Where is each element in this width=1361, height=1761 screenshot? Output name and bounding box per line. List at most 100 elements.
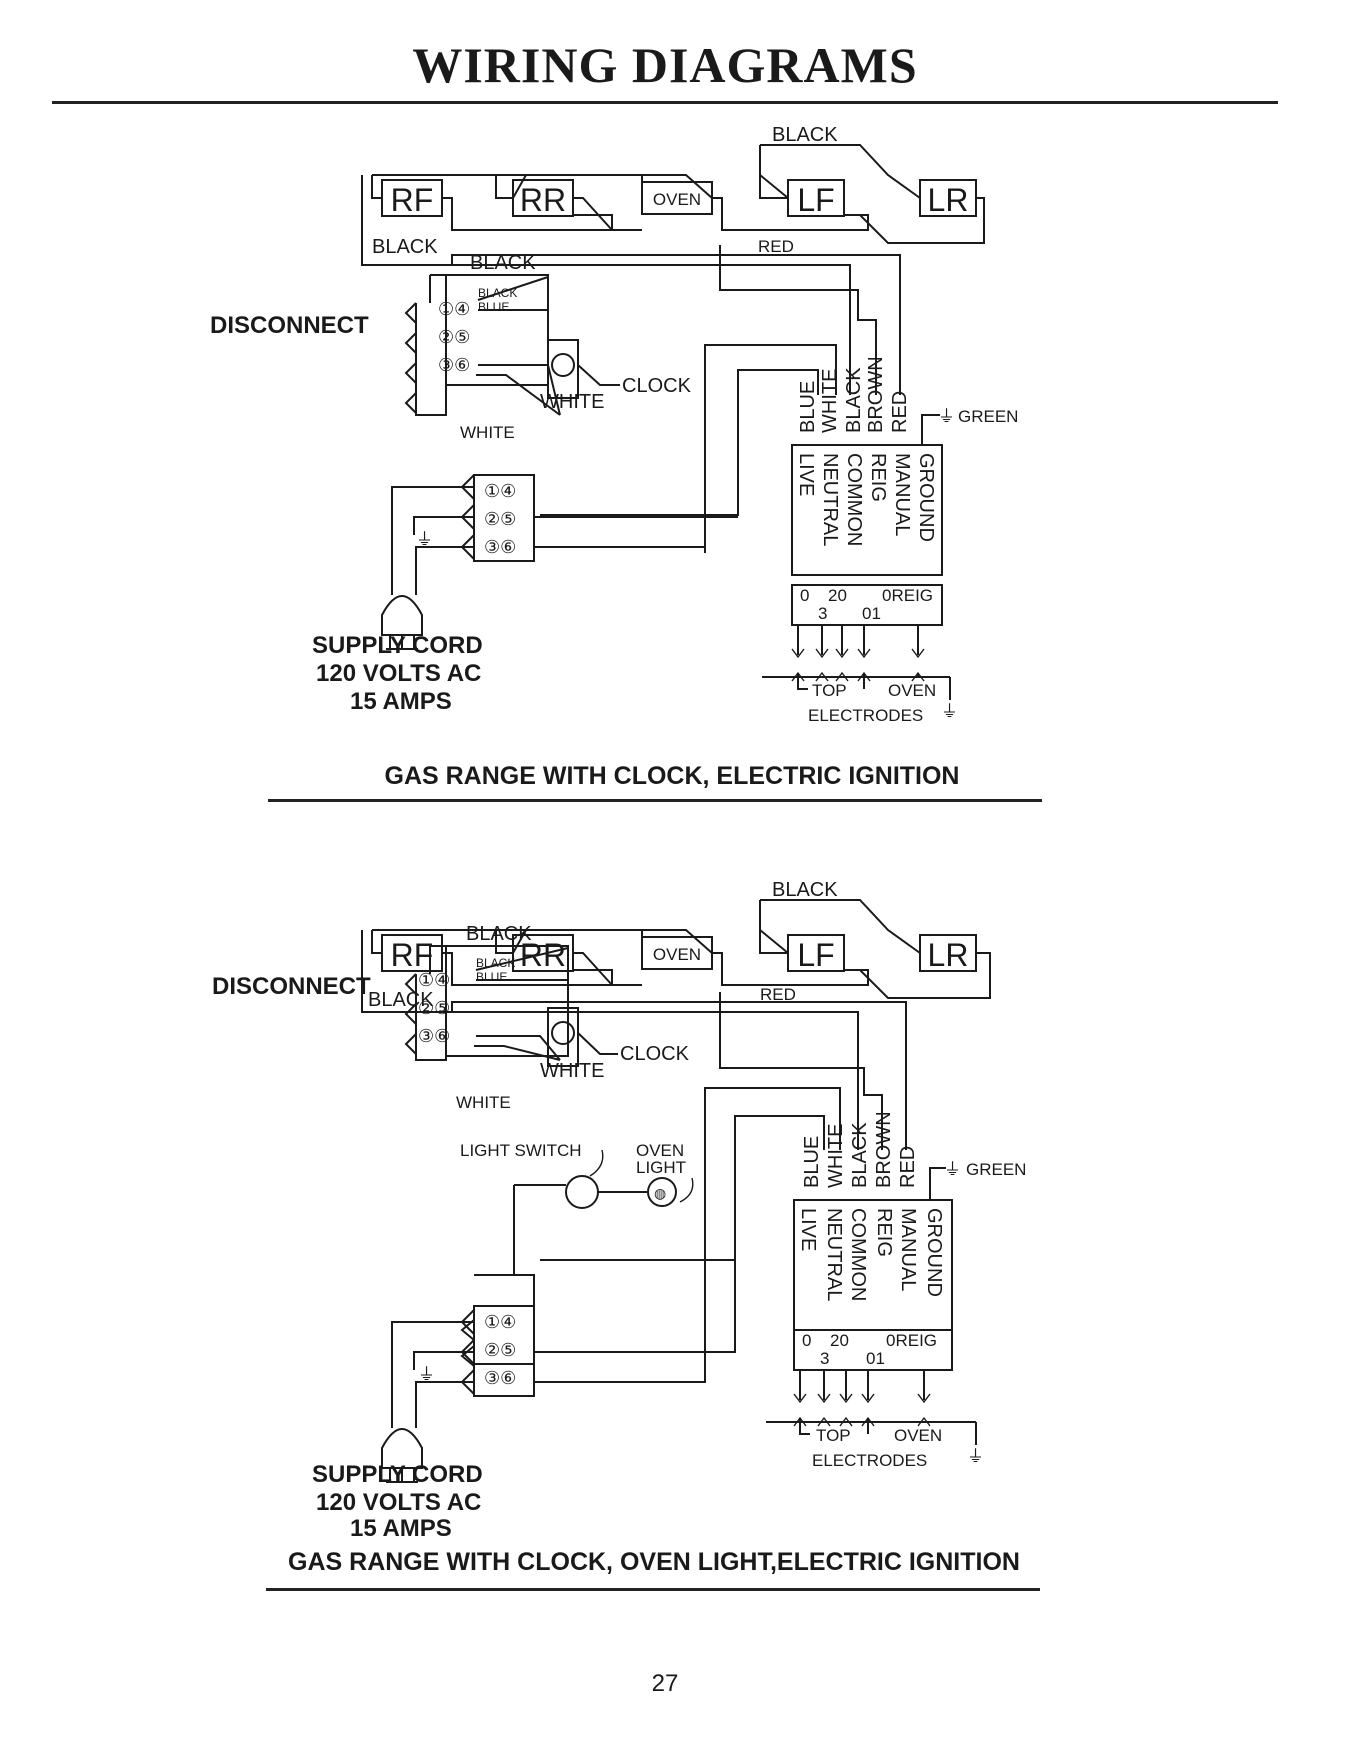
supply-plug-icon: [381, 1428, 423, 1483]
terminal-common: COMMON: [843, 453, 865, 546]
module-wire-red: RED: [889, 391, 911, 433]
connector-pins-1: ①④: [418, 970, 450, 990]
green-ground-wire: [921, 414, 940, 445]
light-circuit-wire: [474, 1184, 648, 1276]
supply-ground-icon: ⏚: [416, 530, 433, 549]
electrode-leads: [799, 1370, 925, 1400]
amps-label: 15 AMPS: [350, 1515, 452, 1542]
electrodes-label: ELECTRODES: [808, 706, 923, 725]
supply-plug-icon: [381, 595, 423, 650]
connector-black-label: BLACK: [470, 252, 536, 274]
green-ground-wire: [929, 1167, 946, 1200]
module-wire-blue: BLUE: [801, 1136, 823, 1188]
connector-wire-blue: BLUE: [476, 970, 507, 984]
ignition-module: [791, 444, 943, 576]
connector-black-label: BLACK: [466, 923, 532, 945]
clock-wire: [577, 364, 620, 386]
connector-wire-black: BLACK: [476, 956, 515, 970]
red-wire: [720, 254, 901, 395]
caption-rule: [268, 799, 1042, 802]
module-wire-blue: BLUE: [797, 381, 819, 433]
common-wire: [719, 992, 883, 1150]
light-switch-icon[interactable]: [565, 1175, 599, 1209]
title-rule: [52, 101, 1278, 104]
terminal-bottom-left: 3: [818, 604, 827, 623]
supply-pins-1: ①④: [484, 481, 516, 501]
module-terminal-labels: LIVE NEUTRAL COMMON REIG MANUAL GROUND: [795, 453, 937, 546]
supply-pins-1: ①④: [484, 1312, 516, 1332]
module-wire-labels: BLUE WHITE BLACK BROWN RED: [797, 356, 911, 433]
electrode-bus: [766, 1418, 977, 1445]
green-ground-icon: ⏚: [944, 1160, 961, 1179]
terminal-reig-label: 0REIG: [882, 586, 933, 605]
diagram-caption: GAS RANGE WITH CLOCK, OVEN LIGHT,ELECTRI…: [288, 1548, 1020, 1576]
terminal-reig-label: 0REIG: [886, 1331, 937, 1350]
left-black-label: BLACK: [372, 236, 438, 258]
clock-label: CLOCK: [620, 1043, 690, 1065]
red-wire: [720, 1001, 907, 1150]
electrodes-label: ELECTRODES: [812, 1451, 927, 1470]
green-label: GREEN: [966, 1160, 1026, 1179]
blue-white-feed: [540, 344, 837, 553]
supply-pins-2: ②⑤: [484, 509, 516, 529]
supply-pins-2: ②⑤: [484, 1340, 516, 1360]
disconnect-label: DISCONNECT: [210, 312, 369, 339]
terminal-live: LIVE: [797, 1208, 819, 1251]
connector-pins-2: ②⑤: [418, 998, 450, 1018]
caption-rule-2: [266, 1588, 1040, 1591]
module-wire-labels: BLUE WHITE BLACK BROWN RED: [801, 1111, 919, 1188]
electrode-top-label: TOP: [812, 681, 847, 700]
burner-label-lf: LF: [797, 937, 834, 973]
ground-symbol: ⏚: [967, 1447, 984, 1466]
white-label: WHITE: [540, 1060, 604, 1082]
module-wire-white: WHITE: [819, 369, 841, 433]
white-bottom-label: WHITE: [456, 1093, 511, 1112]
left-black-label: BLACK: [368, 989, 434, 1011]
light-switch-pointer: [589, 1149, 694, 1203]
oven-light-label-2: LIGHT: [636, 1158, 686, 1177]
terminal-neutral: NEUTRAL: [819, 453, 841, 546]
module-wire-red: RED: [897, 1146, 919, 1188]
burner-label-rr: RR: [520, 182, 566, 218]
terminal-top-left: 0: [802, 1331, 811, 1350]
green-label: GREEN: [958, 407, 1018, 426]
top-black-label: BLACK: [772, 124, 838, 146]
supply-pins-3: ③⑥: [484, 1368, 516, 1388]
terminal-reig: REIG: [873, 1208, 895, 1257]
terminal-manual: MANUAL: [897, 1208, 919, 1291]
volts-label: 120 VOLTS AC: [316, 660, 481, 687]
terminal-bottom-right: 01: [862, 604, 881, 623]
burner-chain-wire: [371, 899, 991, 999]
wiring-diagram-clock: RF RR OVEN LF LR BLACK BLACK RED DISCONN…: [210, 124, 1042, 802]
burner-label-rf: RF: [391, 937, 434, 973]
oven-light-bulb-glyph: ◍: [654, 1185, 666, 1201]
supply-ground-icon: ⏚: [418, 1365, 435, 1384]
clock-wire: [577, 1032, 618, 1055]
module-wire-brown: BROWN: [873, 1111, 895, 1188]
connector-pins-3: ③⑥: [418, 1026, 450, 1046]
terminal-bottom-left: 3: [820, 1349, 829, 1368]
common-wire: [719, 245, 877, 395]
terminal-top-mid: 20: [830, 1331, 849, 1350]
connector-pins-1: ①④: [438, 299, 470, 319]
terminal-strip: [793, 1329, 953, 1371]
electrode-oven-label: OVEN: [888, 681, 936, 700]
terminal-ground: GROUND: [923, 1208, 945, 1297]
connector-wire-blue: BLUE: [478, 300, 509, 314]
page-number: 27: [651, 1670, 679, 1697]
module-terminal-labels: LIVE NEUTRAL COMMON REIG MANUAL GROUND: [797, 1208, 945, 1301]
red-label: RED: [758, 237, 794, 256]
clock-box: [547, 1007, 579, 1067]
module-wire-white: WHITE: [825, 1124, 847, 1188]
module-wire-brown: BROWN: [865, 356, 887, 433]
clock-icon: [551, 1021, 575, 1045]
terminal-bottom-right: 01: [866, 1349, 885, 1368]
clock-icon: [551, 353, 575, 377]
terminal-live: LIVE: [795, 453, 817, 496]
red-label: RED: [760, 985, 796, 1004]
connector-internal-wires: [476, 275, 561, 416]
clock-box: [547, 339, 579, 399]
oven-light-label-1: OVEN: [636, 1141, 684, 1160]
supply-pins-3: ③⑥: [484, 537, 516, 557]
burner-chain-wire: [371, 144, 985, 244]
